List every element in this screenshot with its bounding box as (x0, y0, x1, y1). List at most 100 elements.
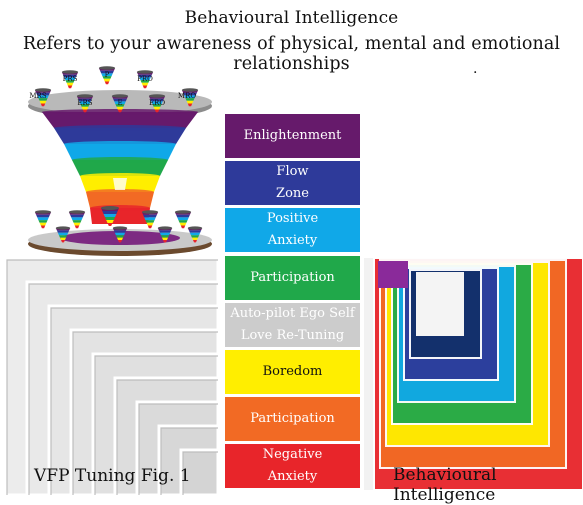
mini-funnel (66, 82, 74, 86)
mini-funnel (73, 222, 81, 226)
funnel-cup-label: PRO (137, 75, 153, 83)
mini-funnel (103, 78, 111, 82)
mini-funnel-rim (157, 226, 173, 230)
funnel-cup-label: MRO (178, 92, 196, 100)
mini-funnel (38, 220, 48, 223)
mini-funnel (36, 92, 50, 96)
mini-funnel (56, 230, 70, 233)
mini-funnel-rim (34, 210, 52, 214)
level-label: Participation (250, 270, 335, 285)
mini-funnel (189, 232, 201, 236)
stray-dot: . (473, 61, 478, 77)
step-edge (138, 403, 218, 495)
mini-funnel (154, 109, 160, 113)
mini-funnel (38, 98, 48, 101)
level-label: Enlightenment (243, 128, 342, 143)
mini-funnel (143, 214, 157, 218)
mini-funnel (144, 217, 156, 221)
mini-funnel (36, 214, 50, 218)
mini-funnel (163, 240, 167, 243)
mini-funnel-rim (61, 70, 79, 74)
mini-funnel (118, 240, 122, 243)
level-label: Anxiety (267, 469, 318, 484)
mini-funnel (190, 235, 200, 238)
level-label: Love Re-Tuning (240, 328, 345, 343)
funnel-band-rim (64, 141, 176, 147)
mini-funnel-rim (111, 94, 129, 98)
mini-funnel (184, 95, 196, 99)
mini-funnel (37, 95, 49, 99)
funnel-cup-label: PRS (63, 75, 78, 83)
mini-funnel (183, 92, 197, 96)
level-label: Boredom (262, 364, 323, 379)
mini-funnel (145, 220, 155, 223)
mini-funnel (79, 101, 91, 105)
mini-funnel (160, 235, 170, 238)
funnel-band (64, 144, 176, 160)
level-box: Boredom (225, 350, 360, 394)
mini-funnel (116, 106, 124, 110)
mini-funnel (139, 77, 151, 81)
mini-funnel (114, 101, 126, 105)
mini-funnel-rim (136, 70, 154, 74)
mini-funnel (67, 85, 73, 89)
funnel-neck (113, 178, 127, 190)
step-edge (94, 355, 218, 495)
mini-funnel (113, 98, 127, 102)
level-label: Negative (262, 447, 323, 462)
funnel-cup-label: ERS (77, 99, 92, 107)
mini-funnel (115, 104, 125, 107)
mini-funnel-rim (55, 226, 71, 230)
mini-funnel (140, 80, 150, 83)
mini-funnel (78, 98, 92, 102)
level-label: Zone (276, 186, 309, 201)
step-edge (116, 379, 218, 495)
mini-funnel (186, 100, 194, 104)
mini-funnel (104, 81, 110, 85)
funnel-band (86, 192, 154, 208)
mini-funnel (187, 103, 193, 107)
mini-funnel-rim (98, 66, 116, 70)
mini-funnel (59, 237, 67, 240)
funnel-band-rim (72, 157, 168, 163)
violet-square (378, 261, 408, 288)
step-tier (179, 448, 218, 495)
step-edge (182, 451, 218, 495)
funnel-band (72, 160, 168, 176)
step-edge (50, 307, 218, 495)
mini-funnel (114, 232, 126, 236)
mini-funnel (71, 217, 83, 221)
mini-funnel-rim (76, 94, 94, 98)
mini-funnel (65, 80, 75, 83)
funnel-band (42, 112, 198, 128)
mini-funnel (176, 214, 190, 218)
mini-funnel (82, 109, 88, 113)
mini-funnel-rim (112, 226, 128, 230)
funnel-band-rim (54, 125, 186, 131)
level-box: Participation (225, 397, 360, 441)
mini-funnel (40, 225, 46, 229)
funnel-band-rim (90, 205, 150, 211)
mini-funnel (100, 70, 114, 74)
level-label: Auto-pilot Ego Self (230, 306, 355, 321)
mini-funnel (102, 211, 118, 214)
level-label: Participation (250, 411, 335, 426)
mini-funnel (151, 101, 163, 105)
mini-funnel (107, 223, 113, 226)
step-edge (6, 259, 218, 495)
mini-funnel (61, 240, 65, 243)
level-box: Enlightenment (225, 114, 360, 158)
step-edge (160, 427, 218, 495)
mini-funnel (159, 232, 171, 236)
mini-funnel-rim (187, 226, 203, 230)
funnel-cup-label: MRS (29, 92, 46, 100)
level-label: Anxiety (267, 233, 318, 248)
mini-funnel-rim (68, 210, 86, 214)
mini-funnel (180, 225, 186, 229)
funnel-cup-label: ERO (149, 99, 165, 107)
